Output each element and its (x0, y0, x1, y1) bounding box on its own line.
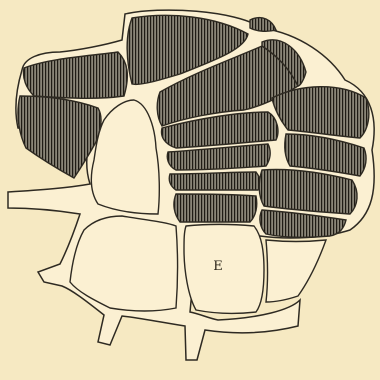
shaded-cell-12 (174, 194, 257, 222)
cell-label-e: E (213, 259, 223, 274)
empty-cell-right-small (266, 240, 326, 302)
shaded-cell-14 (250, 18, 276, 32)
shaded-cell-10 (169, 172, 261, 190)
empty-cell-e (184, 225, 264, 314)
